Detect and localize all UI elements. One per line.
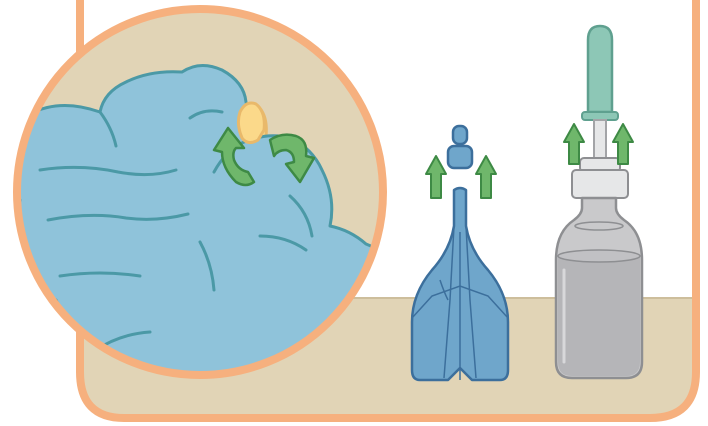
ampoule-tip [238,103,264,143]
vial-cap-base [448,146,472,168]
liquid-surface [558,250,640,262]
bottle-cap [572,170,628,198]
vial-cap [453,126,467,144]
dropper-tube [594,120,606,160]
bottle-liquid [558,256,640,376]
dropper-bulb [588,26,612,112]
dropper-collar [582,112,618,120]
